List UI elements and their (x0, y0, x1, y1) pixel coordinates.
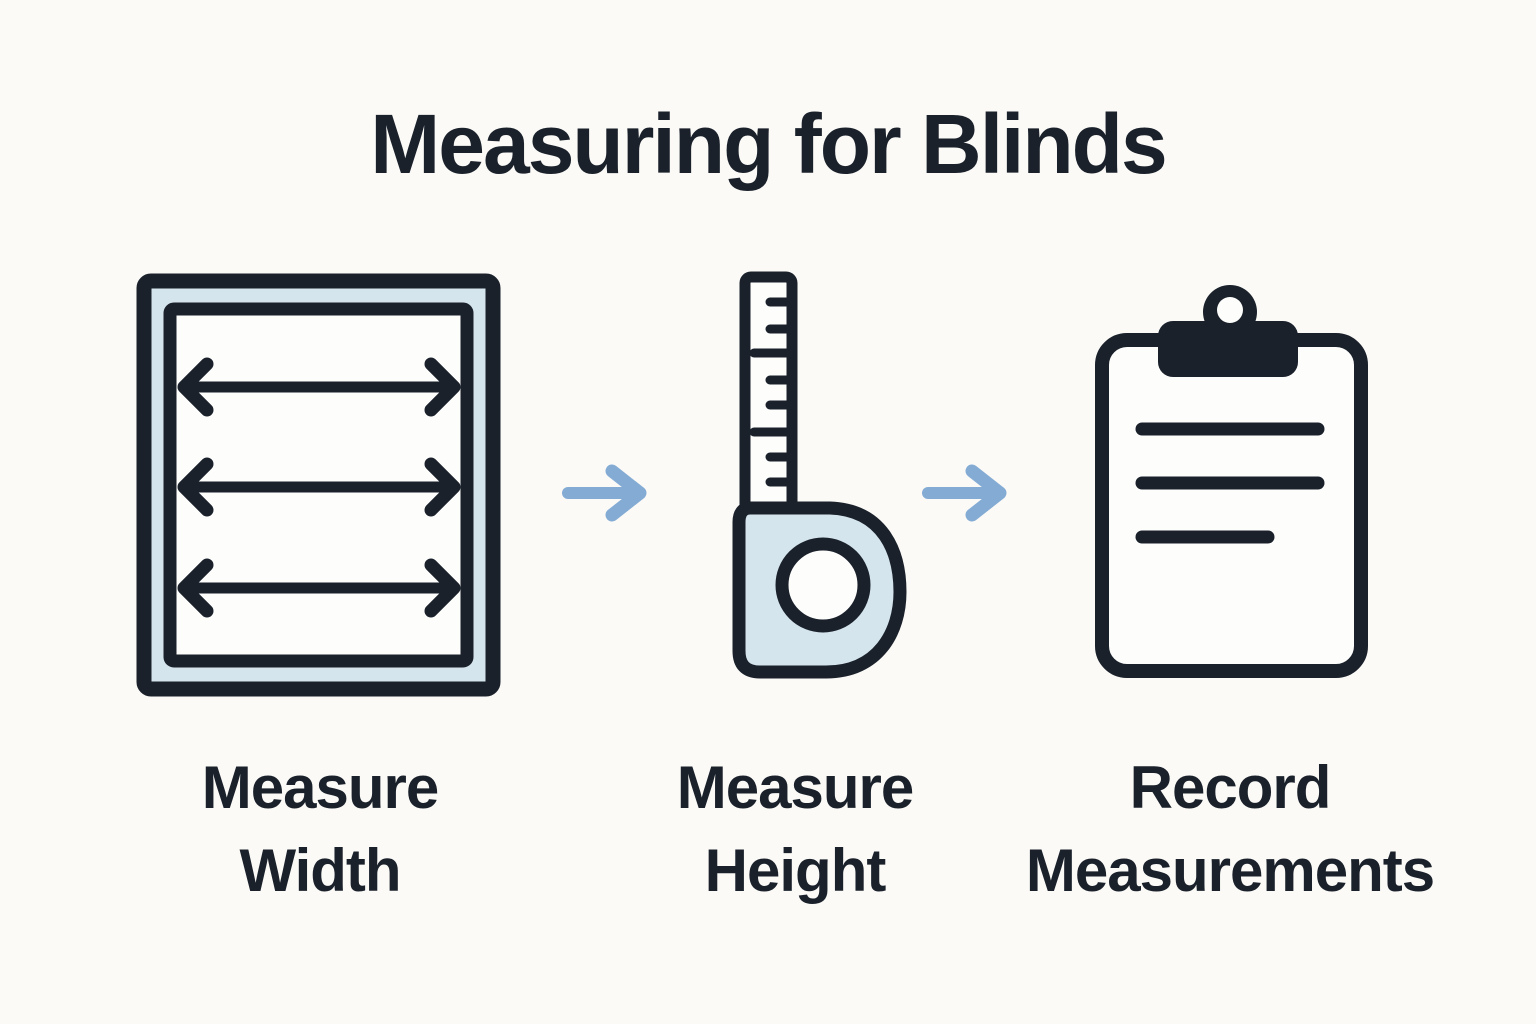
right-arrow-icon (922, 464, 1007, 522)
clipboard-board (1095, 333, 1368, 678)
step-label-line: Measure (201, 754, 439, 821)
clipboard-clip (1158, 321, 1298, 377)
step-label-line: Measurements (1025, 836, 1435, 904)
width-arrow (177, 457, 461, 517)
ruler-ticks (749, 297, 795, 487)
clipboard-icon (1095, 285, 1368, 678)
step-label-line: Height (704, 836, 887, 904)
width-arrow (177, 558, 461, 618)
step-label-measure-height: Measure Height (585, 747, 1005, 913)
step-label-line: Width (239, 836, 401, 904)
step-label-line: Measure (676, 754, 914, 821)
tape-measure-icon (732, 271, 907, 679)
window-width-icon (136, 273, 501, 697)
step-label-record-measurements: Record Measurements (975, 747, 1485, 913)
step-label-measure-width: Measure Width (110, 747, 530, 913)
clipboard-clip-hole (1217, 297, 1243, 323)
tape-reel-hole (775, 537, 871, 633)
step-label-line: Record (1129, 754, 1332, 821)
page-title: Measuring for Blinds (370, 97, 1167, 191)
note-lines (1135, 422, 1325, 544)
right-arrow-icon (562, 464, 647, 522)
width-arrow (177, 357, 461, 417)
